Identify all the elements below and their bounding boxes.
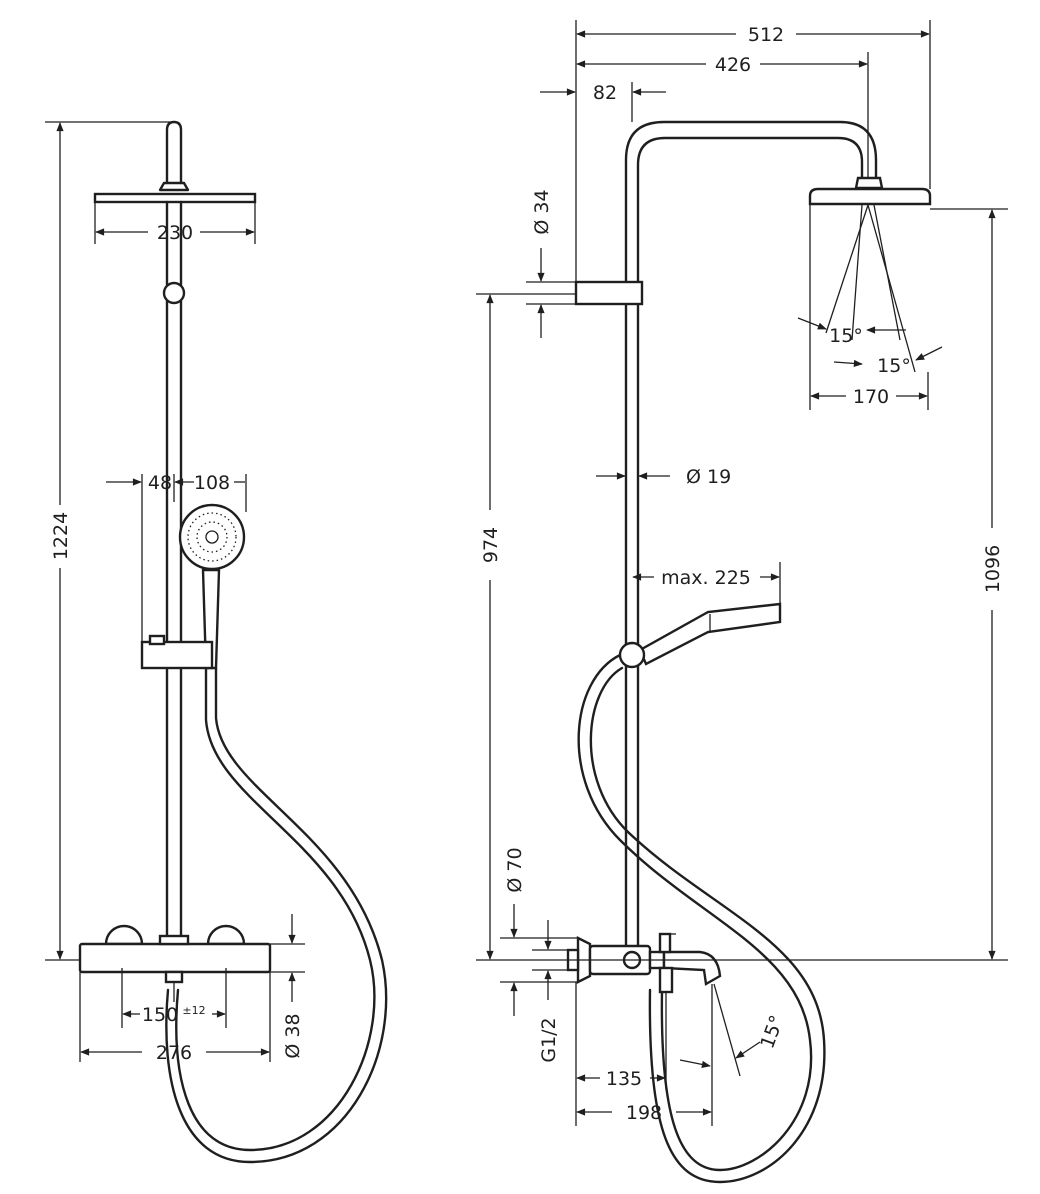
side-wall-bracket <box>574 280 644 306</box>
dim-1096-label: 1096 <box>982 545 1004 593</box>
dim-276-label: 276 <box>156 1042 192 1064</box>
side-view: 512 426 82 Ø 34 Ø 19 max. 225 974 <box>476 20 1008 1184</box>
side-hose-inner <box>589 666 826 1184</box>
front-view: 1224 230 48 108 150 ±12 276 Ø 38 <box>45 120 388 1164</box>
dim-198-label: 198 <box>626 1102 662 1124</box>
dim-512-label: 512 <box>748 24 784 46</box>
dim-19-label: Ø 19 <box>686 466 731 488</box>
front-handshower-head <box>178 503 246 571</box>
front-head-connector <box>158 181 190 192</box>
dim-974-label: 974 <box>480 527 502 563</box>
dim-g12-label: G1/2 <box>538 1017 560 1062</box>
front-hose-inner <box>165 666 388 1164</box>
dim-38-label: Ø 38 <box>282 1013 304 1058</box>
dim-angle-right-label: 15° <box>877 355 911 377</box>
side-arm-inner <box>636 136 864 962</box>
dim-170-label: 170 <box>853 386 889 408</box>
front-thermostat-body <box>78 942 272 974</box>
front-thermostat-knob-left <box>104 924 144 946</box>
front-thermostat-knob-right <box>206 924 246 946</box>
dim-82-label: 82 <box>593 82 617 104</box>
dim-230-label: 230 <box>157 222 193 244</box>
front-hose-outer <box>175 666 376 1152</box>
dim-spout-angle-label: 15° <box>756 1012 788 1051</box>
dim-1224-label: 1224 <box>50 512 72 560</box>
dim-150-label: 150 <box>142 1004 178 1026</box>
dim-48-label: 48 <box>148 472 172 494</box>
side-arm-outer <box>624 120 878 962</box>
dim-108-label: 108 <box>194 472 230 494</box>
side-hose-outer <box>577 653 813 1172</box>
dim-150-tolerance: ±12 <box>182 1004 205 1017</box>
dim-225-label: max. 225 <box>661 567 751 589</box>
front-rail-joint <box>162 281 186 305</box>
front-holder <box>140 640 214 670</box>
dim-angle-left-label: 15° <box>829 325 863 347</box>
dim-426-label: 426 <box>715 54 751 76</box>
dim-70-label: Ø 70 <box>504 847 526 892</box>
front-overhead-shower <box>93 192 257 204</box>
front-top-pipe <box>165 120 183 185</box>
side-handshower <box>638 602 782 666</box>
dim-135-label: 135 <box>606 1068 642 1090</box>
dim-34-label: Ø 34 <box>531 189 553 234</box>
side-rail-joint <box>618 641 646 669</box>
side-overhead-shower <box>808 187 932 206</box>
side-head-connector <box>854 176 884 190</box>
